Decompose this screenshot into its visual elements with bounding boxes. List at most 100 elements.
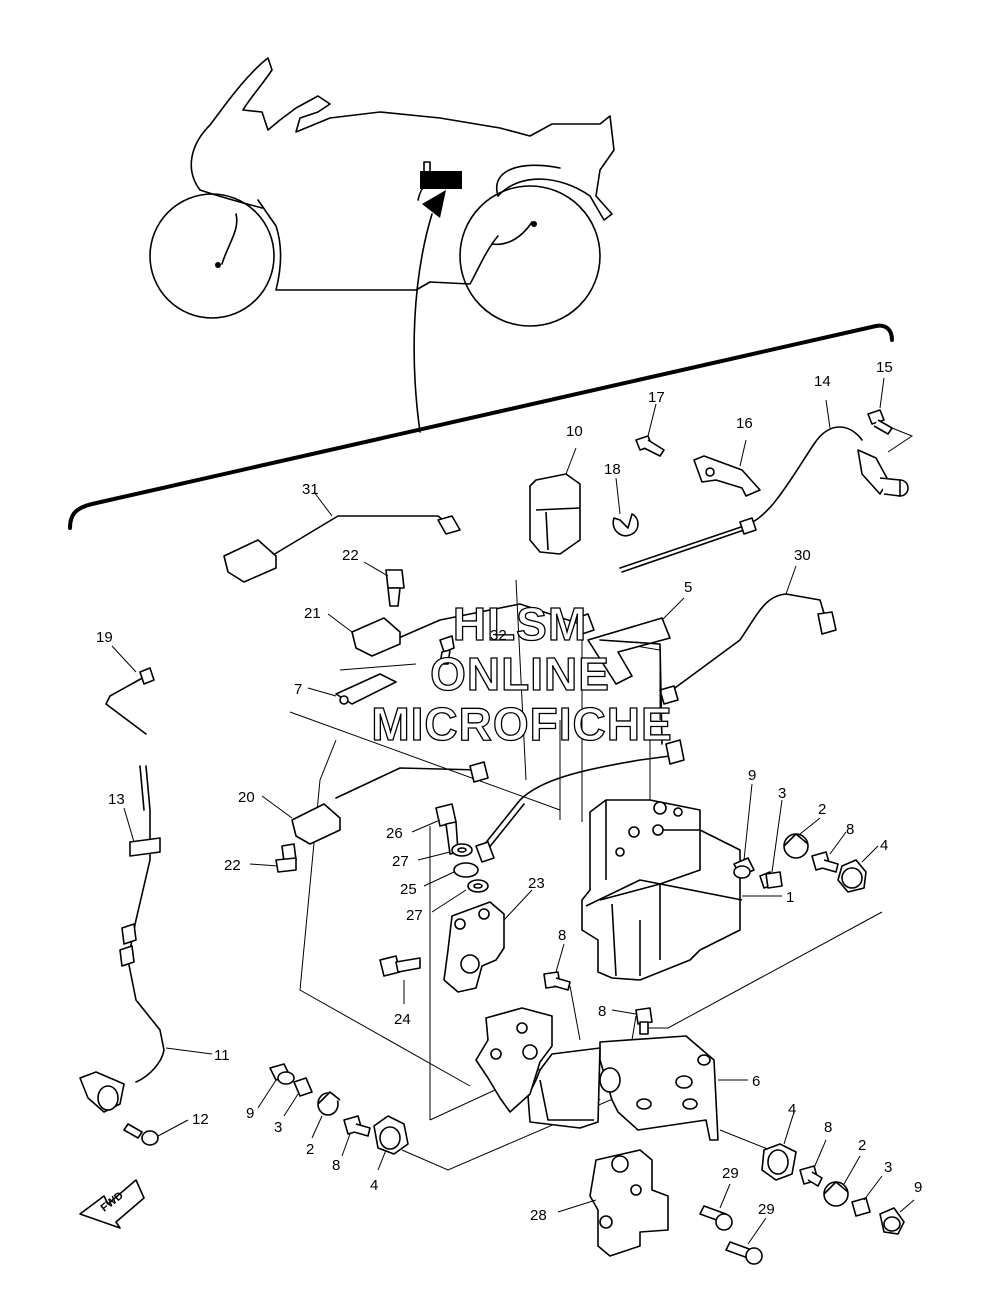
callout-30: 30 <box>794 547 811 564</box>
brake-joint-block <box>443 889 533 993</box>
bolt-15 <box>867 377 893 435</box>
pad-5 <box>587 597 685 685</box>
stay-7 <box>307 673 397 705</box>
callout-3: 3 <box>274 1119 282 1136</box>
callout-29: 29 <box>758 1201 775 1218</box>
callout-16: 16 <box>736 415 753 432</box>
bolt-29-lower <box>725 1217 767 1265</box>
callout-20: 20 <box>238 789 255 806</box>
fwd-arrow: FWD <box>79 1179 145 1229</box>
callout-32: 32 <box>490 627 507 644</box>
bolt-12 <box>123 1119 189 1146</box>
front-sensor-lead <box>619 399 909 573</box>
callout-27: 27 <box>406 907 423 924</box>
callout-8: 8 <box>332 1157 340 1174</box>
abs-bracket <box>527 1035 748 1141</box>
abs-location-marker <box>420 171 462 189</box>
callout-28: 28 <box>530 1207 547 1224</box>
watermark-line2: ONLINE <box>430 648 610 700</box>
callout-9: 9 <box>246 1105 254 1122</box>
callout-11: 11 <box>214 1047 230 1064</box>
callout-2: 2 <box>306 1141 314 1158</box>
motorcycle-outline <box>149 57 615 327</box>
callout-19: 19 <box>96 629 113 646</box>
leader-13 <box>123 807 135 843</box>
callout-13: 13 <box>108 791 125 808</box>
callout-22: 22 <box>224 857 241 874</box>
callout-14: 14 <box>814 373 831 390</box>
collar-3-lower-left <box>283 1077 313 1117</box>
callout-26: 26 <box>386 825 403 842</box>
grommet-4-lower-left <box>373 1115 409 1171</box>
callout-2: 2 <box>858 1137 866 1154</box>
watermark-line3: MICROFICHE <box>371 698 672 750</box>
washer-27-upper <box>417 843 473 861</box>
callout-4: 4 <box>788 1101 796 1118</box>
coupler-20 <box>261 761 489 845</box>
callout-4: 4 <box>370 1177 378 1194</box>
callout-17: 17 <box>648 389 665 406</box>
callout-8: 8 <box>598 1003 606 1020</box>
callout-23: 23 <box>528 875 545 892</box>
leader-28 <box>557 1199 597 1213</box>
callout-27: 27 <box>392 853 409 870</box>
union-25 <box>423 862 479 887</box>
brake-pipe-30 <box>659 565 837 705</box>
callout-8: 8 <box>824 1119 832 1136</box>
bolt-24 <box>379 955 421 1004</box>
abs-hydraulic-unit <box>581 799 782 981</box>
callout-25: 25 <box>400 881 417 898</box>
lower-valve-body <box>589 1149 669 1257</box>
callout-12: 12 <box>192 1111 209 1128</box>
clamp-18 <box>612 477 639 537</box>
grommet-4-upper <box>837 845 879 893</box>
coupler-21 <box>327 603 595 657</box>
sub-bracket <box>475 1007 553 1113</box>
callout-7: 7 <box>294 681 302 698</box>
callout-3: 3 <box>884 1159 892 1176</box>
callout-21: 21 <box>304 605 321 622</box>
nut-9-lower-right <box>879 1199 915 1235</box>
bolt-22-upper <box>363 561 405 607</box>
callout-18: 18 <box>604 461 621 478</box>
clip-19 <box>105 645 155 735</box>
watermark: HLSM ONLINE MICROFICHE <box>371 597 673 750</box>
callout-31: 31 <box>302 481 319 498</box>
bolt-29-upper <box>699 1183 733 1231</box>
callout-5: 5 <box>684 579 692 596</box>
abs-relay <box>529 447 581 555</box>
callout-8: 8 <box>846 821 854 838</box>
bolt-8-b <box>611 1007 653 1035</box>
grommet-2-lower-right <box>823 1155 861 1207</box>
rear-sensor-lead <box>79 765 213 1113</box>
bolt-32 <box>439 635 455 665</box>
callout-9: 9 <box>748 767 756 784</box>
callout-2: 2 <box>818 801 826 818</box>
callout-8: 8 <box>558 927 566 944</box>
callout-1: 1 <box>786 889 794 906</box>
nut-9-upper <box>733 783 755 879</box>
washer-27-lower <box>431 879 489 913</box>
watermark-line1: HLSM <box>453 598 587 650</box>
callout-3: 3 <box>778 785 786 802</box>
callout-15: 15 <box>876 359 893 376</box>
detail-border <box>68 323 894 530</box>
grommet-2-lower-left <box>311 1091 341 1139</box>
grommet-2-upper <box>783 817 821 859</box>
locator-arrow <box>413 190 446 433</box>
sensor-lead-31 <box>223 491 461 583</box>
bolt-8-c <box>811 831 847 873</box>
union-bolt-26 <box>411 803 459 855</box>
bolt-8-a <box>543 943 571 991</box>
callout-24: 24 <box>394 1011 411 1028</box>
callout-4: 4 <box>880 837 888 854</box>
grommet-4-lower-right <box>761 1111 797 1181</box>
callout-29: 29 <box>722 1165 739 1182</box>
bolt-8-d <box>341 1115 371 1157</box>
collar-3-lower-right <box>851 1175 883 1217</box>
collar-3-upper <box>759 799 783 889</box>
bolt-17 <box>635 403 665 457</box>
callout-6: 6 <box>752 1073 760 1090</box>
bolt-8-e <box>799 1139 827 1187</box>
